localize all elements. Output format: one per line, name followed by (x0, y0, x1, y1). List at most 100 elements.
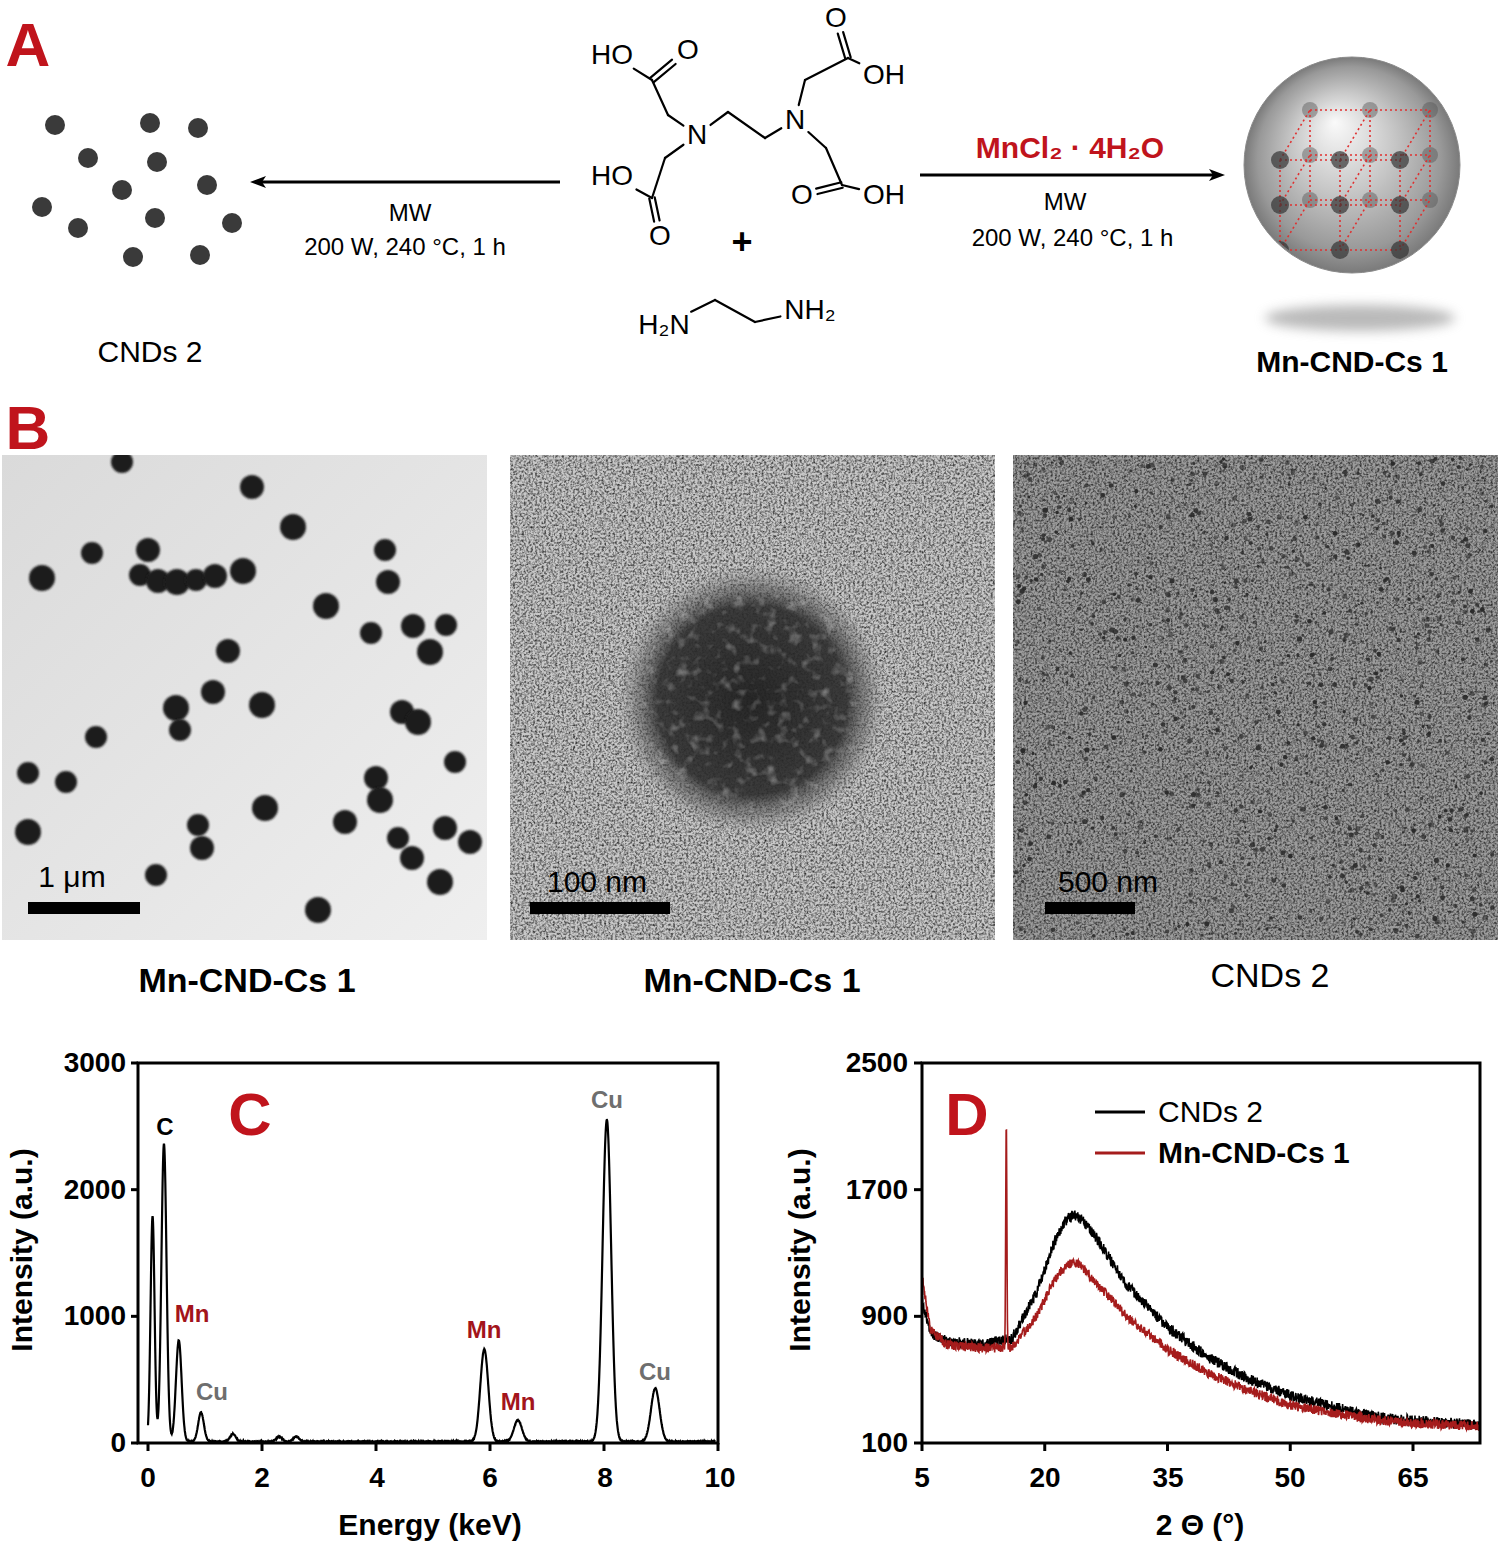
carbon-dot (1375, 832, 1380, 837)
carbon-dot (1164, 504, 1166, 506)
carbon-dot (1026, 763, 1029, 766)
carbon-dot (1352, 516, 1354, 518)
chemical-bond (711, 112, 728, 125)
axis-title: Intensity (a.u.) (7, 1148, 37, 1351)
carbon-dot (1412, 551, 1417, 556)
carbon-dot (1423, 545, 1427, 549)
carbon-dot (1285, 650, 1287, 652)
carbon-dot (1069, 517, 1074, 522)
carbon-dot (1466, 467, 1470, 471)
carbon-dot (1071, 544, 1075, 548)
carbon-dot (1167, 624, 1170, 627)
carbon-dot (1043, 679, 1046, 682)
carbon-dot (1442, 779, 1444, 781)
carbon-dot (1211, 580, 1213, 582)
scale-bar-label: 100 nm (547, 867, 647, 897)
carbon-dot (1134, 505, 1137, 508)
carbon-dot (1147, 525, 1150, 528)
nanocluster-dot (364, 766, 388, 790)
carbon-dot (1227, 597, 1231, 601)
carbon-dot (1467, 715, 1472, 720)
reaction-arrow (920, 174, 1216, 177)
carbon-dot (1362, 865, 1366, 869)
carbon-dot (1243, 579, 1247, 583)
carbon-dot (1190, 512, 1194, 516)
carbon-dot (1369, 927, 1373, 931)
carbon-dot (1224, 466, 1226, 468)
carbon-dot (1355, 930, 1359, 934)
carbon-dot (1379, 567, 1382, 570)
atom-label: NH₂ (784, 296, 835, 324)
carbon-dot (1342, 637, 1346, 641)
carbon-dot (1183, 658, 1188, 663)
nanocluster-dot (313, 593, 339, 619)
carbon-dot (1248, 517, 1253, 522)
carbon-dot (1165, 592, 1170, 597)
carbon-dot (1023, 823, 1026, 826)
carbon-dot (1041, 672, 1045, 676)
carbon-dot (1213, 897, 1217, 901)
carbon-dot (1092, 696, 1096, 700)
tick-mark (1043, 1443, 1046, 1451)
scale-bar-label: 1 μm (38, 862, 105, 892)
atom-label: O (649, 222, 671, 250)
carbon-dot (1490, 660, 1493, 663)
carbon-dot (1391, 898, 1396, 903)
carbon-dot (1407, 911, 1411, 915)
carbon-dot (1098, 632, 1102, 636)
chemical-bond (649, 199, 654, 222)
reaction-condition: 200 W, 240 °C, 1 h (304, 235, 506, 259)
panel-letter: B (6, 397, 51, 459)
carbon-dot (1416, 643, 1420, 647)
carbon-dot (1161, 637, 1164, 640)
carbon-dot (1274, 926, 1276, 928)
nanocluster-dot (85, 726, 107, 748)
carbon-dot (1313, 768, 1316, 771)
axis-title: Intensity (a.u.) (785, 1148, 815, 1351)
carbon-dot (1018, 836, 1022, 840)
carbon-dot (1397, 648, 1400, 651)
tick-label: 2000 (64, 1176, 126, 1204)
carbon-dot (1314, 586, 1316, 588)
carbon-dot (1396, 499, 1400, 503)
tick-mark (603, 1443, 606, 1451)
carbon-dot (1465, 526, 1469, 530)
panel-letter: A (6, 14, 51, 76)
carbon-dot (1373, 799, 1375, 801)
tick-mark (261, 1443, 264, 1451)
carbon-dot (1370, 611, 1372, 613)
peak-label: Mn (501, 1390, 536, 1414)
carbon-dot (1207, 863, 1212, 868)
carbon-dot (1102, 636, 1105, 639)
carbon-dot (1057, 495, 1060, 498)
carbon-dot (1178, 506, 1180, 508)
carbon-dot (1241, 551, 1244, 554)
carbon-dot (1235, 839, 1240, 844)
carbon-dot (1407, 874, 1410, 877)
carbon-dot (1426, 617, 1430, 621)
carbon-dot (1399, 738, 1403, 742)
carbon-dot (1445, 741, 1447, 743)
carbon-dot (1223, 800, 1225, 802)
carbon-dot (1254, 720, 1258, 724)
nanocluster-dot (305, 897, 331, 923)
carbon-dot (1462, 501, 1464, 503)
carbon-dot (1320, 835, 1323, 838)
carbon-dot (1420, 712, 1424, 716)
carbon-dot (1024, 576, 1028, 580)
carbon-dot (1347, 826, 1351, 830)
carbon-dot (1481, 477, 1484, 480)
nanocluster-dot (435, 614, 457, 636)
tick-label: 0 (110, 1429, 126, 1457)
carbon-dot (1330, 657, 1334, 661)
carbon-dot (1122, 667, 1126, 671)
carbon-dot (1451, 469, 1453, 471)
lattice-dot (1391, 151, 1409, 169)
carbon-dot (1305, 563, 1309, 567)
carbon-dot (1486, 732, 1489, 735)
carbon-dot (1440, 528, 1445, 533)
carbon-dot (1125, 832, 1127, 834)
carbon-dot (1044, 541, 1047, 544)
carbon-dot (1369, 918, 1372, 921)
carbon-dot (1403, 715, 1405, 717)
